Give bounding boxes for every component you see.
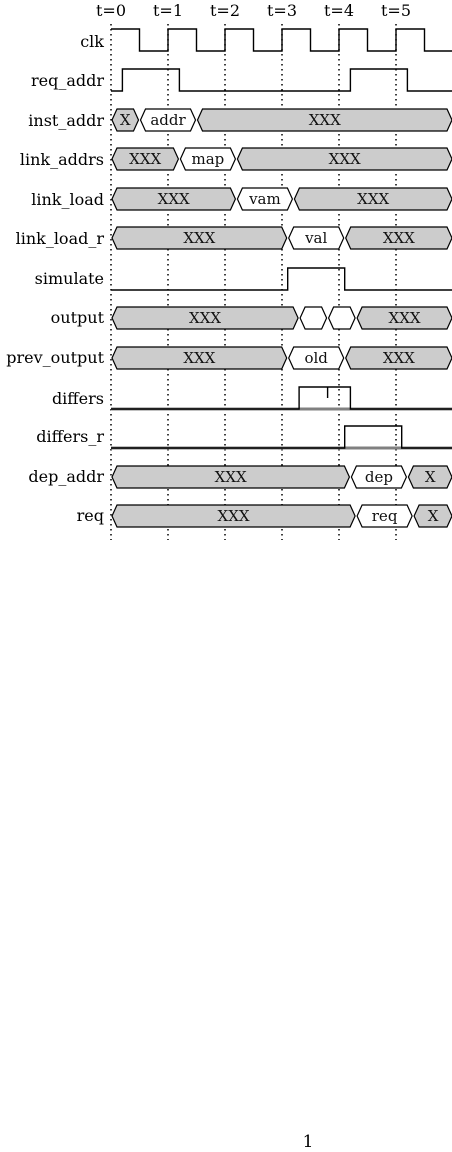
signal-label-link-load: link_load bbox=[31, 190, 104, 209]
bus-link-load-seg-1-label: vam bbox=[248, 190, 281, 208]
page-number: 1 bbox=[296, 1132, 320, 1152]
bus-dep-addr-seg-0-label: XXX bbox=[215, 468, 247, 486]
signal-label-prev-output: prev_output bbox=[6, 348, 104, 367]
time-label-t5: t=5 bbox=[381, 1, 411, 20]
bus-prev-output-seg-2-label: XXX bbox=[383, 349, 415, 367]
bus-dep-addr-seg-1-label: dep bbox=[365, 468, 393, 486]
bus-req-seg-2-label: X bbox=[428, 507, 439, 525]
signal-label-differs: differs bbox=[52, 389, 104, 408]
bus-link-addrs-seg-2-label: XXX bbox=[329, 150, 361, 168]
bus-link-load-seg-0-label: XXX bbox=[158, 190, 190, 208]
bus-req-seg-0-label: XXX bbox=[218, 507, 250, 525]
signal-label-dep-addr: dep_addr bbox=[28, 467, 104, 486]
signal-labels: clk req_addr inst_addr link_addrs link_l… bbox=[6, 32, 104, 525]
bus-prev-output-seg-0-label: XXX bbox=[183, 349, 215, 367]
signal-label-req-addr: req_addr bbox=[31, 71, 104, 90]
bus-output-seg-1 bbox=[300, 307, 327, 329]
bus-req-seg-1-label: req bbox=[372, 507, 398, 525]
bus-output-seg-3-label: XXX bbox=[389, 309, 421, 327]
time-label-t0: t=0 bbox=[96, 1, 126, 20]
signal-label-req: req bbox=[77, 506, 104, 525]
signal-label-inst-addr: inst_addr bbox=[28, 111, 104, 130]
time-label-t2: t=2 bbox=[210, 1, 240, 20]
time-label-t1: t=1 bbox=[153, 1, 183, 20]
bus-inst-addr-seg-1-label: addr bbox=[150, 111, 186, 129]
time-labels: t=0 t=1 t=2 t=3 t=4 t=5 bbox=[96, 1, 411, 20]
time-gridlines bbox=[111, 24, 396, 540]
wave-clk bbox=[111, 29, 452, 51]
signal-label-differs-r: differs_r bbox=[36, 427, 104, 446]
bus-link-load-seg-2-label: XXX bbox=[357, 190, 389, 208]
time-label-t3: t=3 bbox=[267, 1, 297, 20]
signal-label-link-load-r: link_load_r bbox=[16, 229, 105, 248]
signal-label-clk: clk bbox=[80, 32, 104, 51]
bus-inst-addr-seg-2-label: XXX bbox=[309, 111, 341, 129]
bus-output-seg-2 bbox=[329, 307, 356, 329]
bus-link-load-r-seg-2-label: XXX bbox=[383, 229, 415, 247]
signal-label-link-addrs: link_addrs bbox=[20, 150, 104, 169]
bus-prev-output-seg-1-label: old bbox=[304, 349, 328, 367]
signal-label-simulate: simulate bbox=[35, 269, 104, 288]
timing-diagram: t=0 t=1 t=2 t=3 t=4 t=5 clk req_addr ins… bbox=[0, 0, 452, 560]
signal-label-output: output bbox=[51, 308, 105, 327]
bus-dep-addr-seg-2-label: X bbox=[425, 468, 436, 486]
bus-inst-addr-seg-0-label: X bbox=[120, 111, 131, 129]
bus-link-load-r-seg-0-label: XXX bbox=[183, 229, 215, 247]
bus-link-load-r-seg-1-label: val bbox=[304, 229, 327, 247]
bus-link-addrs-seg-1-label: map bbox=[192, 150, 225, 168]
bus-output-seg-0-label: XXX bbox=[189, 309, 221, 327]
time-label-t4: t=4 bbox=[324, 1, 354, 20]
bus-link-addrs-seg-0-label: XXX bbox=[129, 150, 161, 168]
